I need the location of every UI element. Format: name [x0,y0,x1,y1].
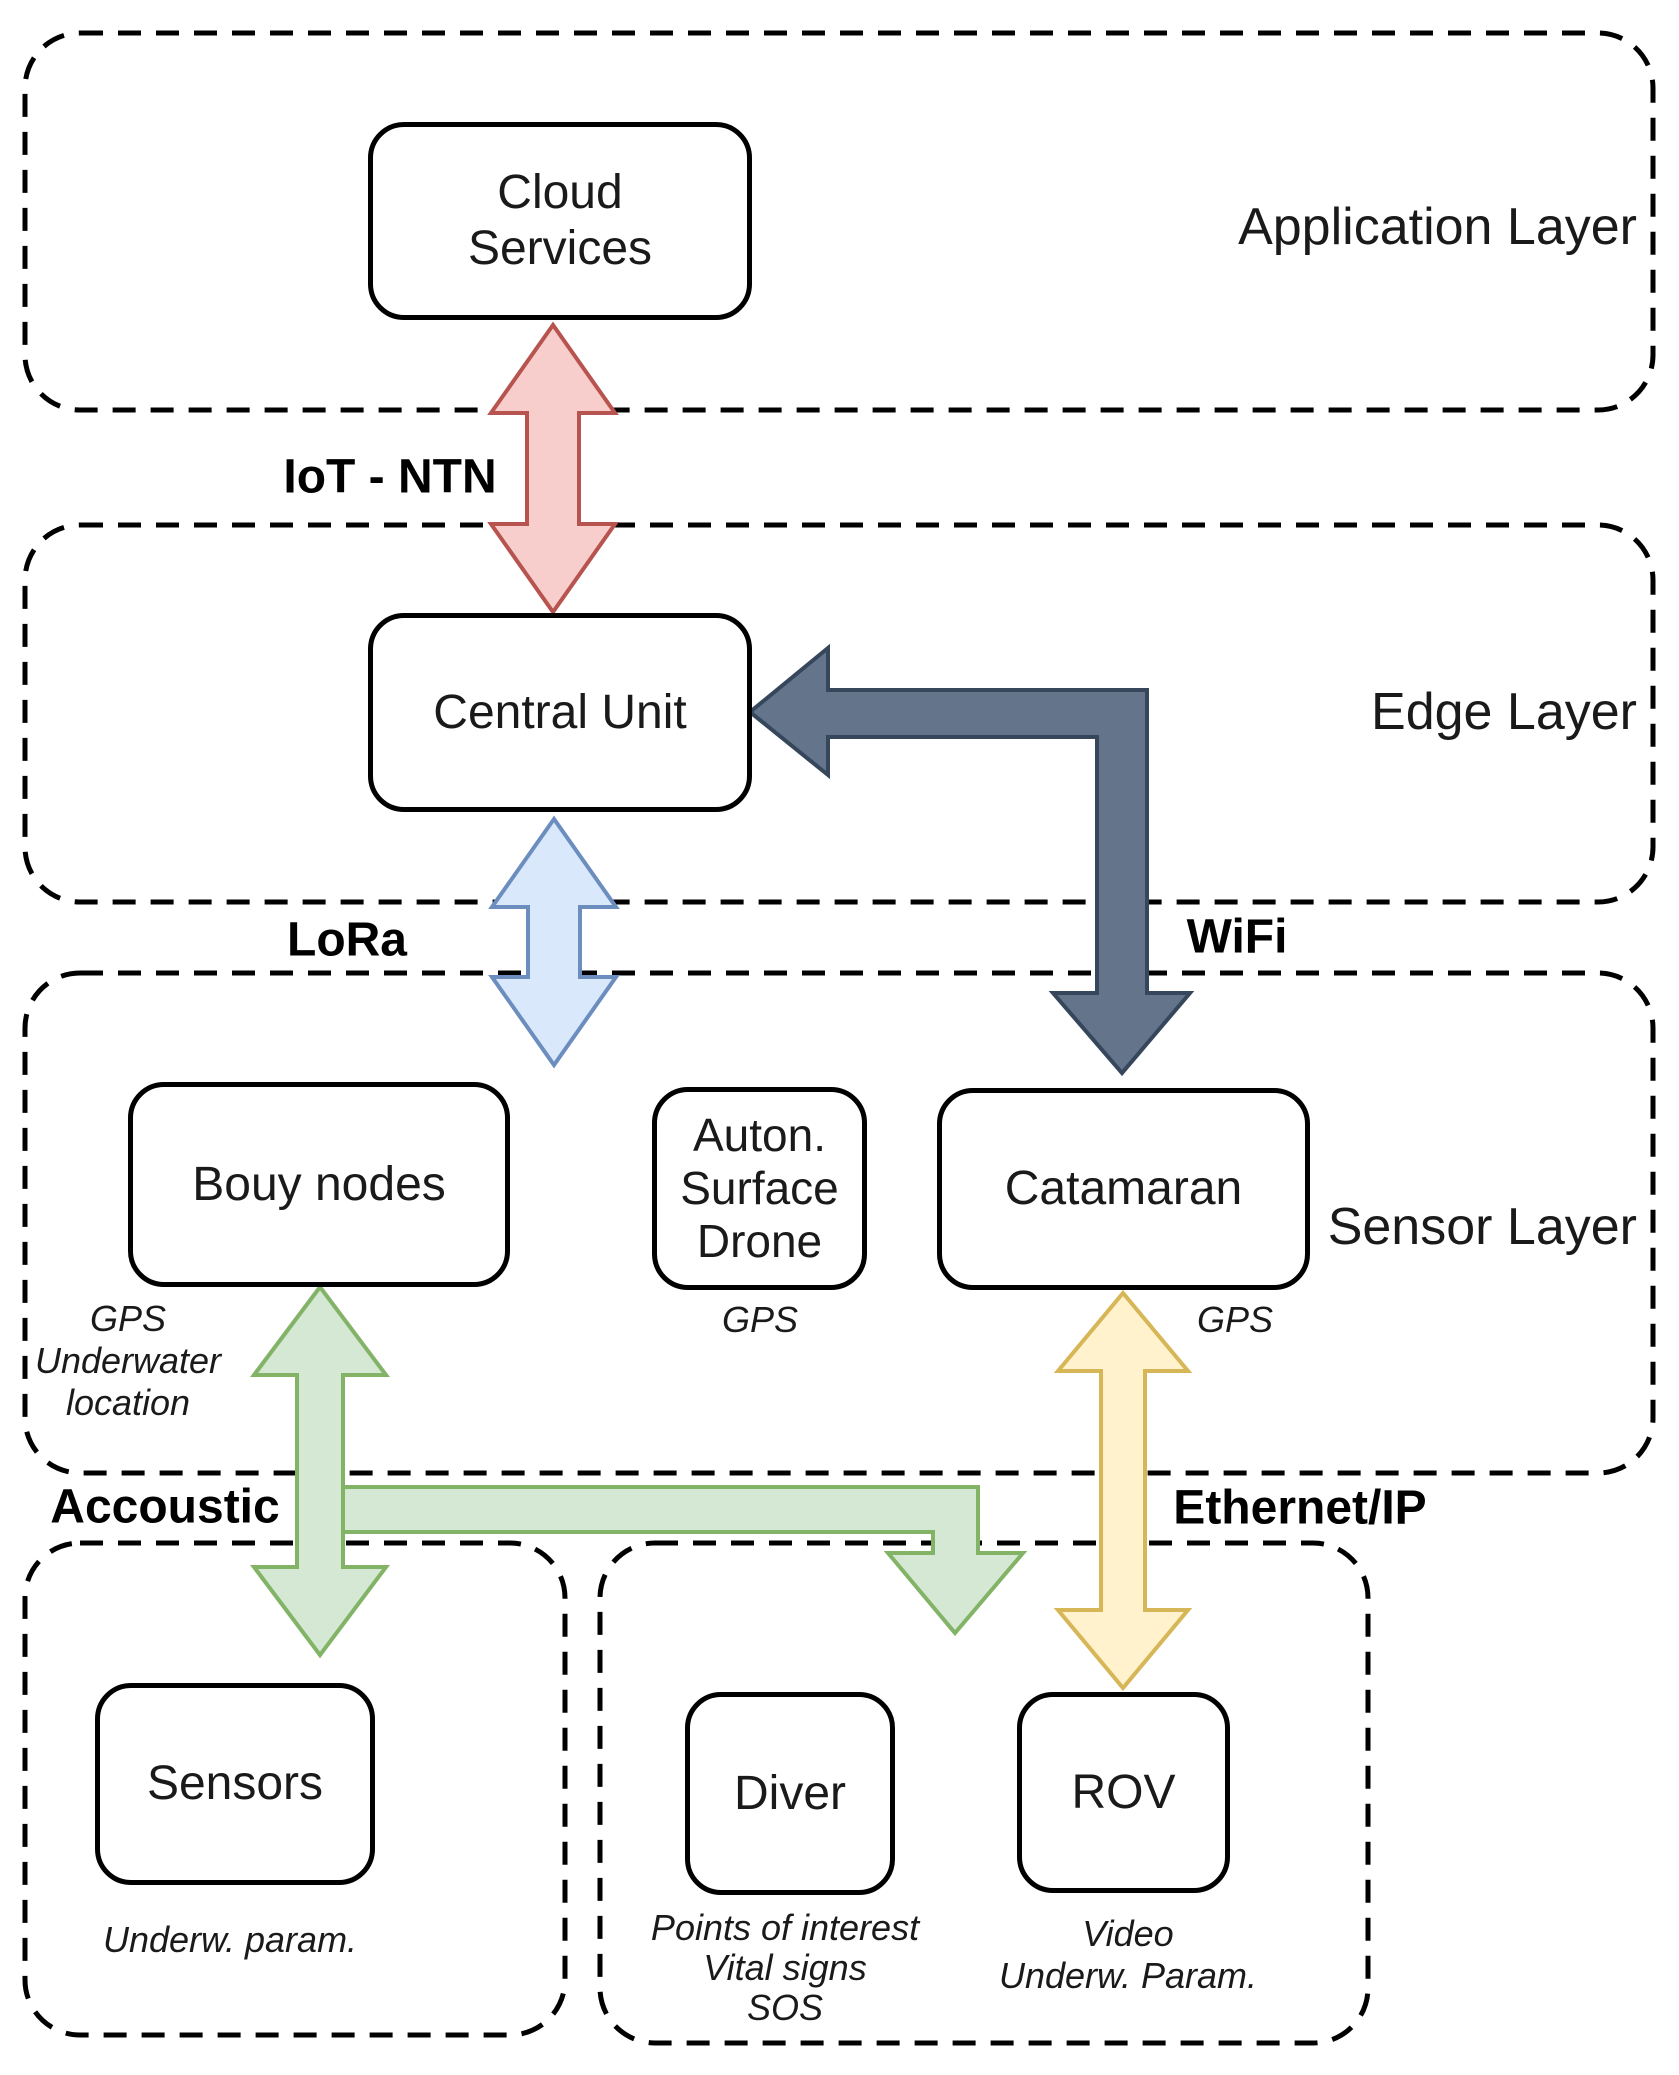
cloud-services-label-line1: Cloud [497,166,623,219]
rov-label: ROV [1071,1765,1176,1819]
node-catamaran[interactable]: Catamaran [937,1088,1310,1290]
node-sensors[interactable]: Sensors [95,1683,375,1885]
iot-ntn-label: IoT - NTN [283,450,497,504]
diver-annotation-line1: Points of interest [650,1907,920,1948]
bouy-annotation-line3: location [65,1382,191,1423]
ethernet-ip-label: Ethernet/IP [1173,1481,1427,1535]
bouy-nodes-annotation: GPS Underwater location [35,1298,221,1424]
auton-surface-drone-label-line3: Drone [696,1215,823,1267]
diver-annotation: Points of interest Vital signs SOS [651,1908,919,2028]
node-rov[interactable]: ROV [1017,1692,1230,1893]
node-auton-surface-drone[interactable]: Auton. Surface Drone [652,1087,867,1290]
catamaran-label: Catamaran [1004,1162,1243,1215]
application-layer-box [22,30,1656,413]
node-bouy-nodes[interactable]: Bouy nodes [128,1082,510,1287]
iot-ntn-arrow [487,321,619,616]
rov-annotation: Video Underw. Param. [999,1913,1257,1997]
bouy-nodes-label: Bouy nodes [192,1157,446,1211]
rov-annotation-line1: Video [1082,1913,1174,1954]
sensor-layer-label: Sensor Layer [1327,1198,1637,1256]
catamaran-gps-annotation: GPS [1196,1299,1274,1340]
auton-surface-drone-label-line1: Auton. [693,1109,826,1161]
accoustic-arrow [250,1283,390,1659]
node-cloud-services[interactable]: Cloud Services [368,122,752,320]
underwater-sensors-group-box [22,1540,568,2038]
diver-label: Diver [733,1766,846,1820]
ethernet-ip-arrow [1053,1289,1193,1692]
sensors-label: Sensors [146,1757,324,1810]
rov-annotation-line2: Underw. Param. [998,1955,1258,1996]
lora-label: LoRa [287,913,407,967]
application-layer-label: Application Layer [1238,198,1637,256]
diver-annotation-line3: SOS [746,1987,824,2028]
edge-layer-label: Edge Layer [1371,683,1637,741]
node-central-unit[interactable]: Central Unit [368,613,752,812]
diver-annotation-line2: Vital signs [703,1947,867,1988]
drone-gps-annotation: GPS [721,1299,799,1340]
wifi-label: WiFi [1186,910,1288,964]
auton-surface-drone-label-line2: Surface [680,1162,839,1214]
sensor-layer-box [22,970,1656,1476]
accoustic-branch-arrow [341,1485,1028,1637]
lora-arrow [488,815,620,1069]
bouy-annotation-line2: Underwater [34,1340,222,1381]
wifi-arrow [746,643,1195,1077]
accoustic-label: Accoustic [50,1480,280,1534]
node-diver[interactable]: Diver [685,1692,895,1895]
bouy-annotation-line1: GPS [89,1298,167,1339]
edge-layer-box [22,522,1656,905]
central-unit-label: Central Unit [433,685,687,739]
sensors-annotation: Underw. param. [102,1919,358,1960]
cloud-services-label-line2: Services [467,222,653,275]
